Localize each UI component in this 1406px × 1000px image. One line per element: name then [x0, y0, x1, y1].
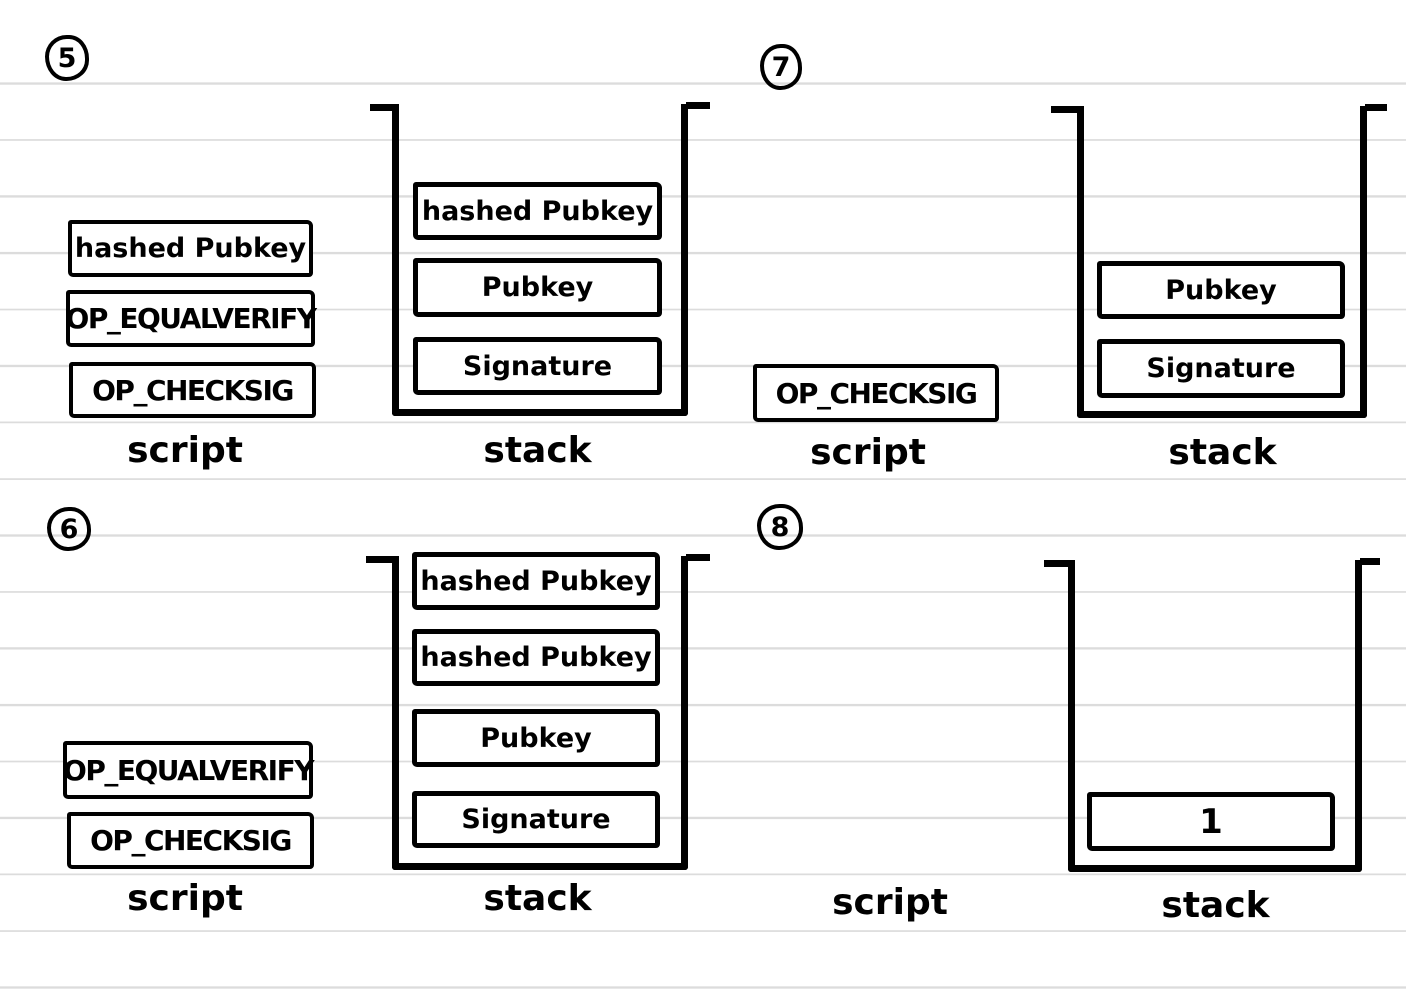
- script-box-label: OP_CHECKSIG: [92, 373, 294, 407]
- step-badge-8: 8: [757, 504, 803, 550]
- script-label: script: [832, 882, 948, 923]
- stack-bucket: [392, 104, 688, 416]
- bucket-lip-right: [686, 102, 710, 109]
- stack-label: stack: [1168, 432, 1277, 473]
- bucket-lip-left: [1051, 106, 1077, 113]
- bucket-lip-left: [1044, 560, 1068, 567]
- stack-box-pubkey: Pubkey: [413, 258, 662, 317]
- step-number: 6: [59, 513, 79, 545]
- stack-box-label: Signature: [462, 350, 613, 382]
- script-label: script: [127, 878, 243, 919]
- stack-box-label: hashed Pubkey: [421, 195, 654, 227]
- stack-box-signature: Signature: [1097, 339, 1345, 398]
- script-label: script: [127, 430, 243, 471]
- bucket-lip-right: [1360, 558, 1380, 565]
- stack-box-pubkey: Pubkey: [1097, 261, 1345, 319]
- stack-label: stack: [1161, 885, 1270, 926]
- bucket-lip-right: [1365, 104, 1387, 111]
- stack-box-one: 1: [1087, 792, 1335, 851]
- stack-box-signature: Signature: [412, 791, 660, 848]
- stack-box-pubkey: Pubkey: [412, 709, 660, 767]
- script-box-op-checksig: OP_CHECKSIG: [67, 812, 314, 869]
- step-badge-5: 5: [45, 35, 89, 81]
- step-number: 8: [770, 511, 790, 543]
- stack-bucket: [1077, 106, 1367, 418]
- stack-bucket: [1068, 560, 1362, 872]
- stack-box-label: Signature: [1146, 353, 1296, 384]
- script-box-op-checksig: OP_CHECKSIG: [69, 362, 316, 418]
- script-label: script: [810, 432, 926, 473]
- stack-box-label: Pubkey: [481, 272, 594, 303]
- script-box-label: OP_EQUALVERIFY: [65, 302, 317, 335]
- script-box-op-equalverify: OP_EQUALVERIFY: [63, 741, 314, 799]
- script-box-label: OP_CHECKSIG: [775, 376, 978, 410]
- stack-box-signature: Signature: [413, 337, 662, 395]
- step-number: 7: [771, 51, 791, 83]
- stack-bucket: [392, 556, 688, 870]
- script-box-label: OP_EQUALVERIFY: [63, 753, 314, 787]
- stack-box-label: hashed Pubkey: [420, 565, 652, 597]
- stack-label: stack: [483, 430, 592, 471]
- script-box-label: OP_CHECKSIG: [90, 824, 292, 857]
- stack-box-label: Pubkey: [480, 722, 592, 754]
- bucket-lip-left: [370, 104, 394, 111]
- stack-box-label: hashed Pubkey: [420, 642, 652, 673]
- script-box-op-checksig: OP_CHECKSIG: [753, 364, 999, 422]
- step-badge-7: 7: [760, 44, 802, 90]
- stack-box-label: 1: [1199, 801, 1223, 842]
- step-number: 5: [57, 42, 77, 74]
- script-box-label: hashed Pubkey: [74, 233, 307, 264]
- stack-box-hashed-pubkey: hashed Pubkey: [412, 552, 660, 610]
- bucket-lip-left: [366, 556, 392, 563]
- script-box-hashed-pubkey: hashed Pubkey: [68, 220, 313, 277]
- bucket-lip-right: [686, 554, 710, 561]
- script-box-op-equalverify: OP_EQUALVERIFY: [65, 290, 317, 347]
- step-badge-6: 6: [47, 507, 91, 551]
- stack-label: stack: [483, 878, 592, 919]
- stack-box-label: Pubkey: [1165, 274, 1277, 306]
- stack-box-hashed-pubkey: hashed Pubkey: [413, 182, 662, 240]
- stack-box-hashed-pubkey-2: hashed Pubkey: [412, 629, 660, 686]
- stack-box-label: Signature: [461, 804, 611, 835]
